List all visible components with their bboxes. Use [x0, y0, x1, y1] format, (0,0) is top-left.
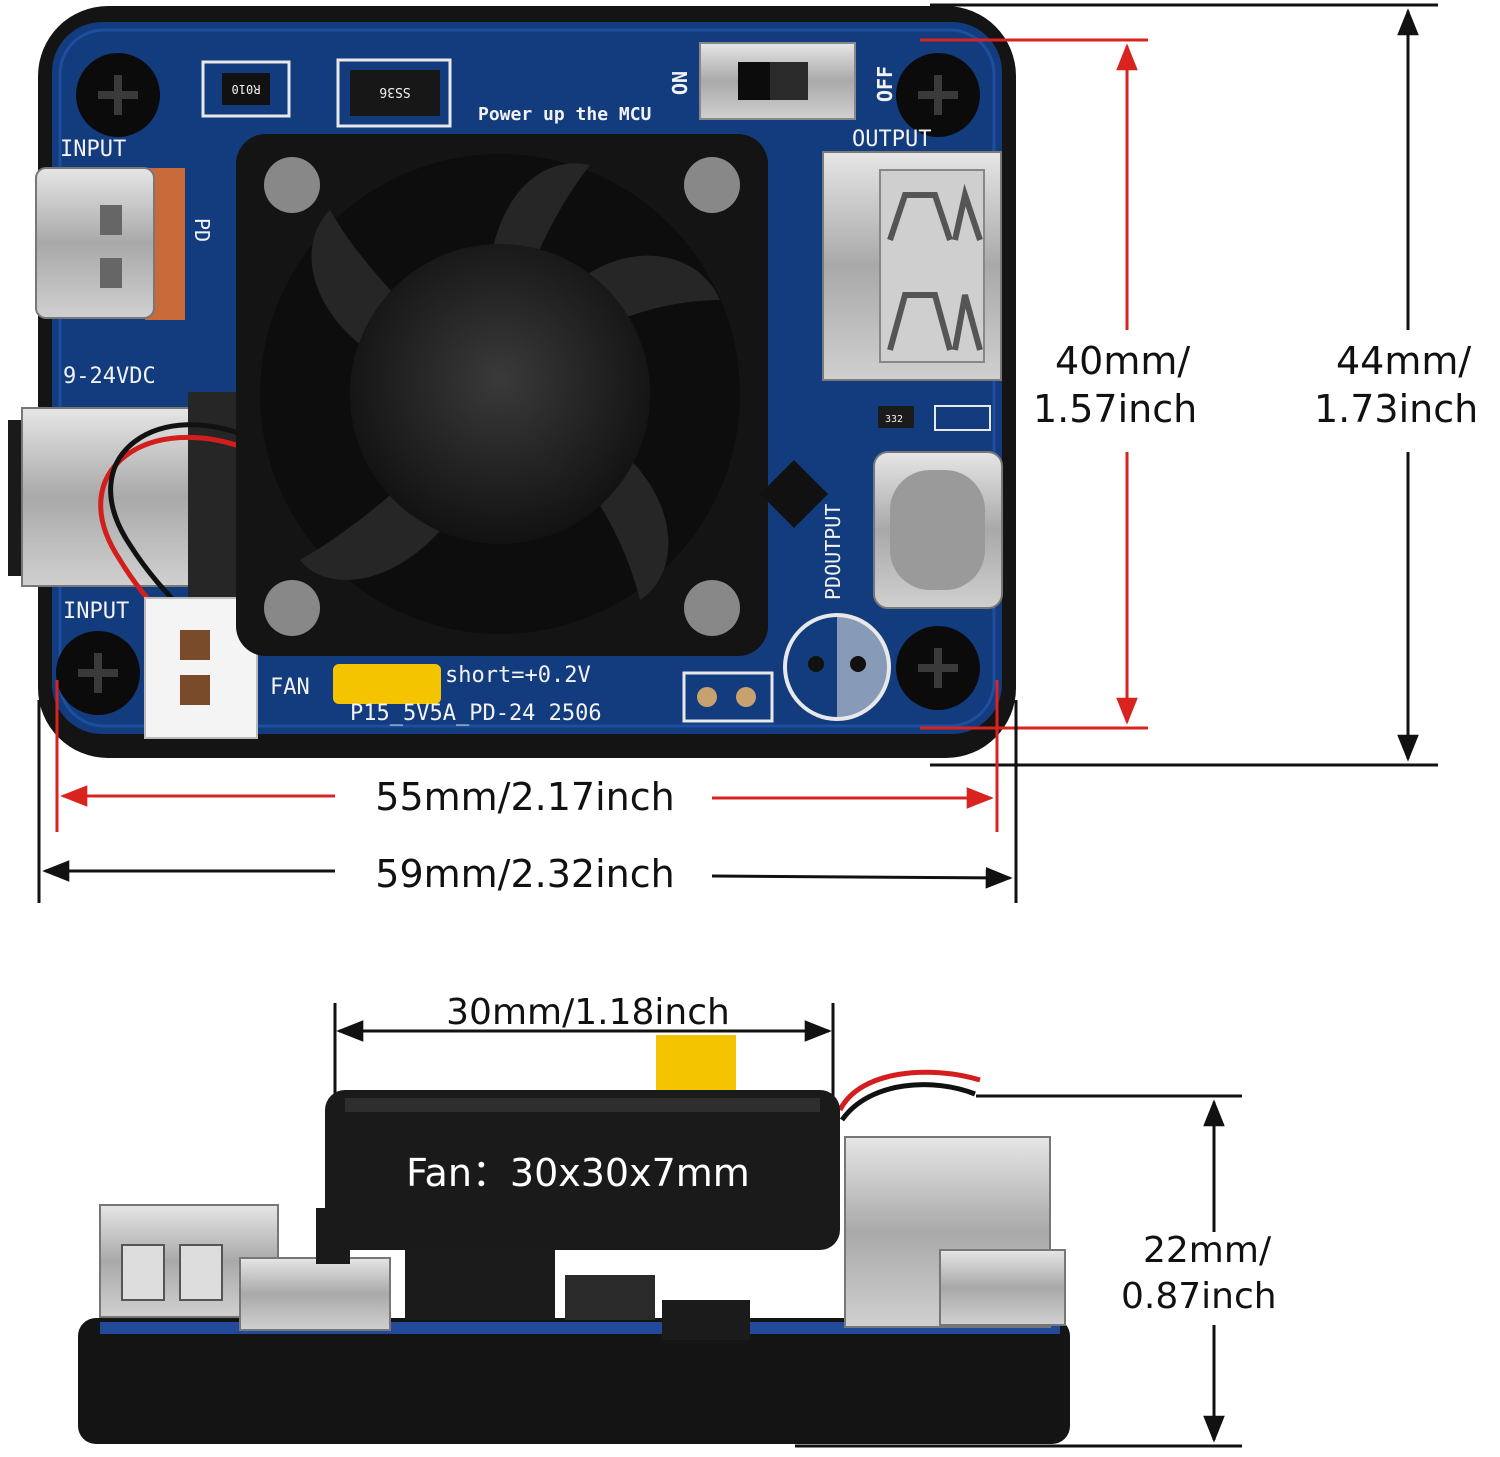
- screw-icon: [896, 626, 980, 710]
- fan-side: [325, 1090, 840, 1250]
- power-switch: [699, 42, 856, 120]
- model-label: P15_5V5A_PD-24 2506: [350, 701, 602, 726]
- pd-label: PD: [190, 218, 214, 242]
- fan-label: FAN: [270, 675, 310, 700]
- input-top-label: INPUT: [60, 137, 126, 162]
- pcb-width-label: 55mm/2.17inch: [375, 775, 674, 819]
- pcb-height-in-label: 1.57inch: [1033, 387, 1197, 431]
- inductor-side: [239, 1257, 391, 1331]
- fan-width-label: 30mm/1.18inch: [446, 992, 730, 1033]
- diode-component: [336, 58, 452, 128]
- screw-icon: [76, 53, 160, 137]
- yellow-jumper-side: [656, 1035, 736, 1090]
- usb-a-output-port: [822, 151, 1002, 381]
- short-note-label: short=+0.2V: [445, 663, 591, 688]
- output-label: OUTPUT: [852, 127, 931, 152]
- side-view: 30mm/1.18inch Fan：30x30x7mm 22mm/ 0.87in…: [78, 992, 1277, 1448]
- screw-icon: [56, 631, 140, 715]
- side-height-mm-label: 22mm/: [1143, 1230, 1272, 1271]
- side-height-in-label: 0.87inch: [1121, 1276, 1277, 1317]
- voltage-label: 9-24VDC: [63, 364, 156, 389]
- header-pads: [682, 671, 774, 723]
- resistor-component: [201, 60, 291, 118]
- mcu-chip: [760, 460, 828, 528]
- fan-size-label: Fan：30x30x7mm: [406, 1151, 750, 1195]
- dc-input-jack: [8, 392, 258, 597]
- case-width-label: 59mm/2.32inch: [375, 852, 674, 896]
- diode-label: SS36: [379, 84, 410, 99]
- case-base-side: [78, 1318, 1070, 1444]
- screw-icon: [896, 53, 980, 137]
- top-view: R010 SS36 ON OFF Power up the MCU INPUT …: [8, 3, 1478, 903]
- usb-c-output-port: [873, 451, 1003, 609]
- smd-code-label: 332: [885, 414, 903, 425]
- input-bottom-label: INPUT: [63, 599, 129, 624]
- case-height-in-label: 1.73inch: [1314, 387, 1478, 431]
- fan-wire-side: [837, 1069, 981, 1112]
- smd-component: [878, 406, 914, 428]
- switch-on-label: ON: [668, 71, 692, 95]
- pcb-height-mm-label: 40mm/: [1055, 339, 1190, 383]
- switch-off-label: OFF: [873, 66, 897, 102]
- resistor-label: R010: [232, 82, 261, 96]
- board-logo: [783, 613, 891, 721]
- power-mcu-label: Power up the MCU: [478, 104, 651, 125]
- usb-c-input-port: [35, 167, 185, 320]
- cooling-fan: [236, 134, 768, 656]
- yellow-jumper: [333, 664, 441, 704]
- pd-output-label: PDOUTPUT: [821, 504, 845, 600]
- fan-hub: [350, 244, 650, 544]
- case-height-mm-label: 44mm/: [1336, 339, 1471, 383]
